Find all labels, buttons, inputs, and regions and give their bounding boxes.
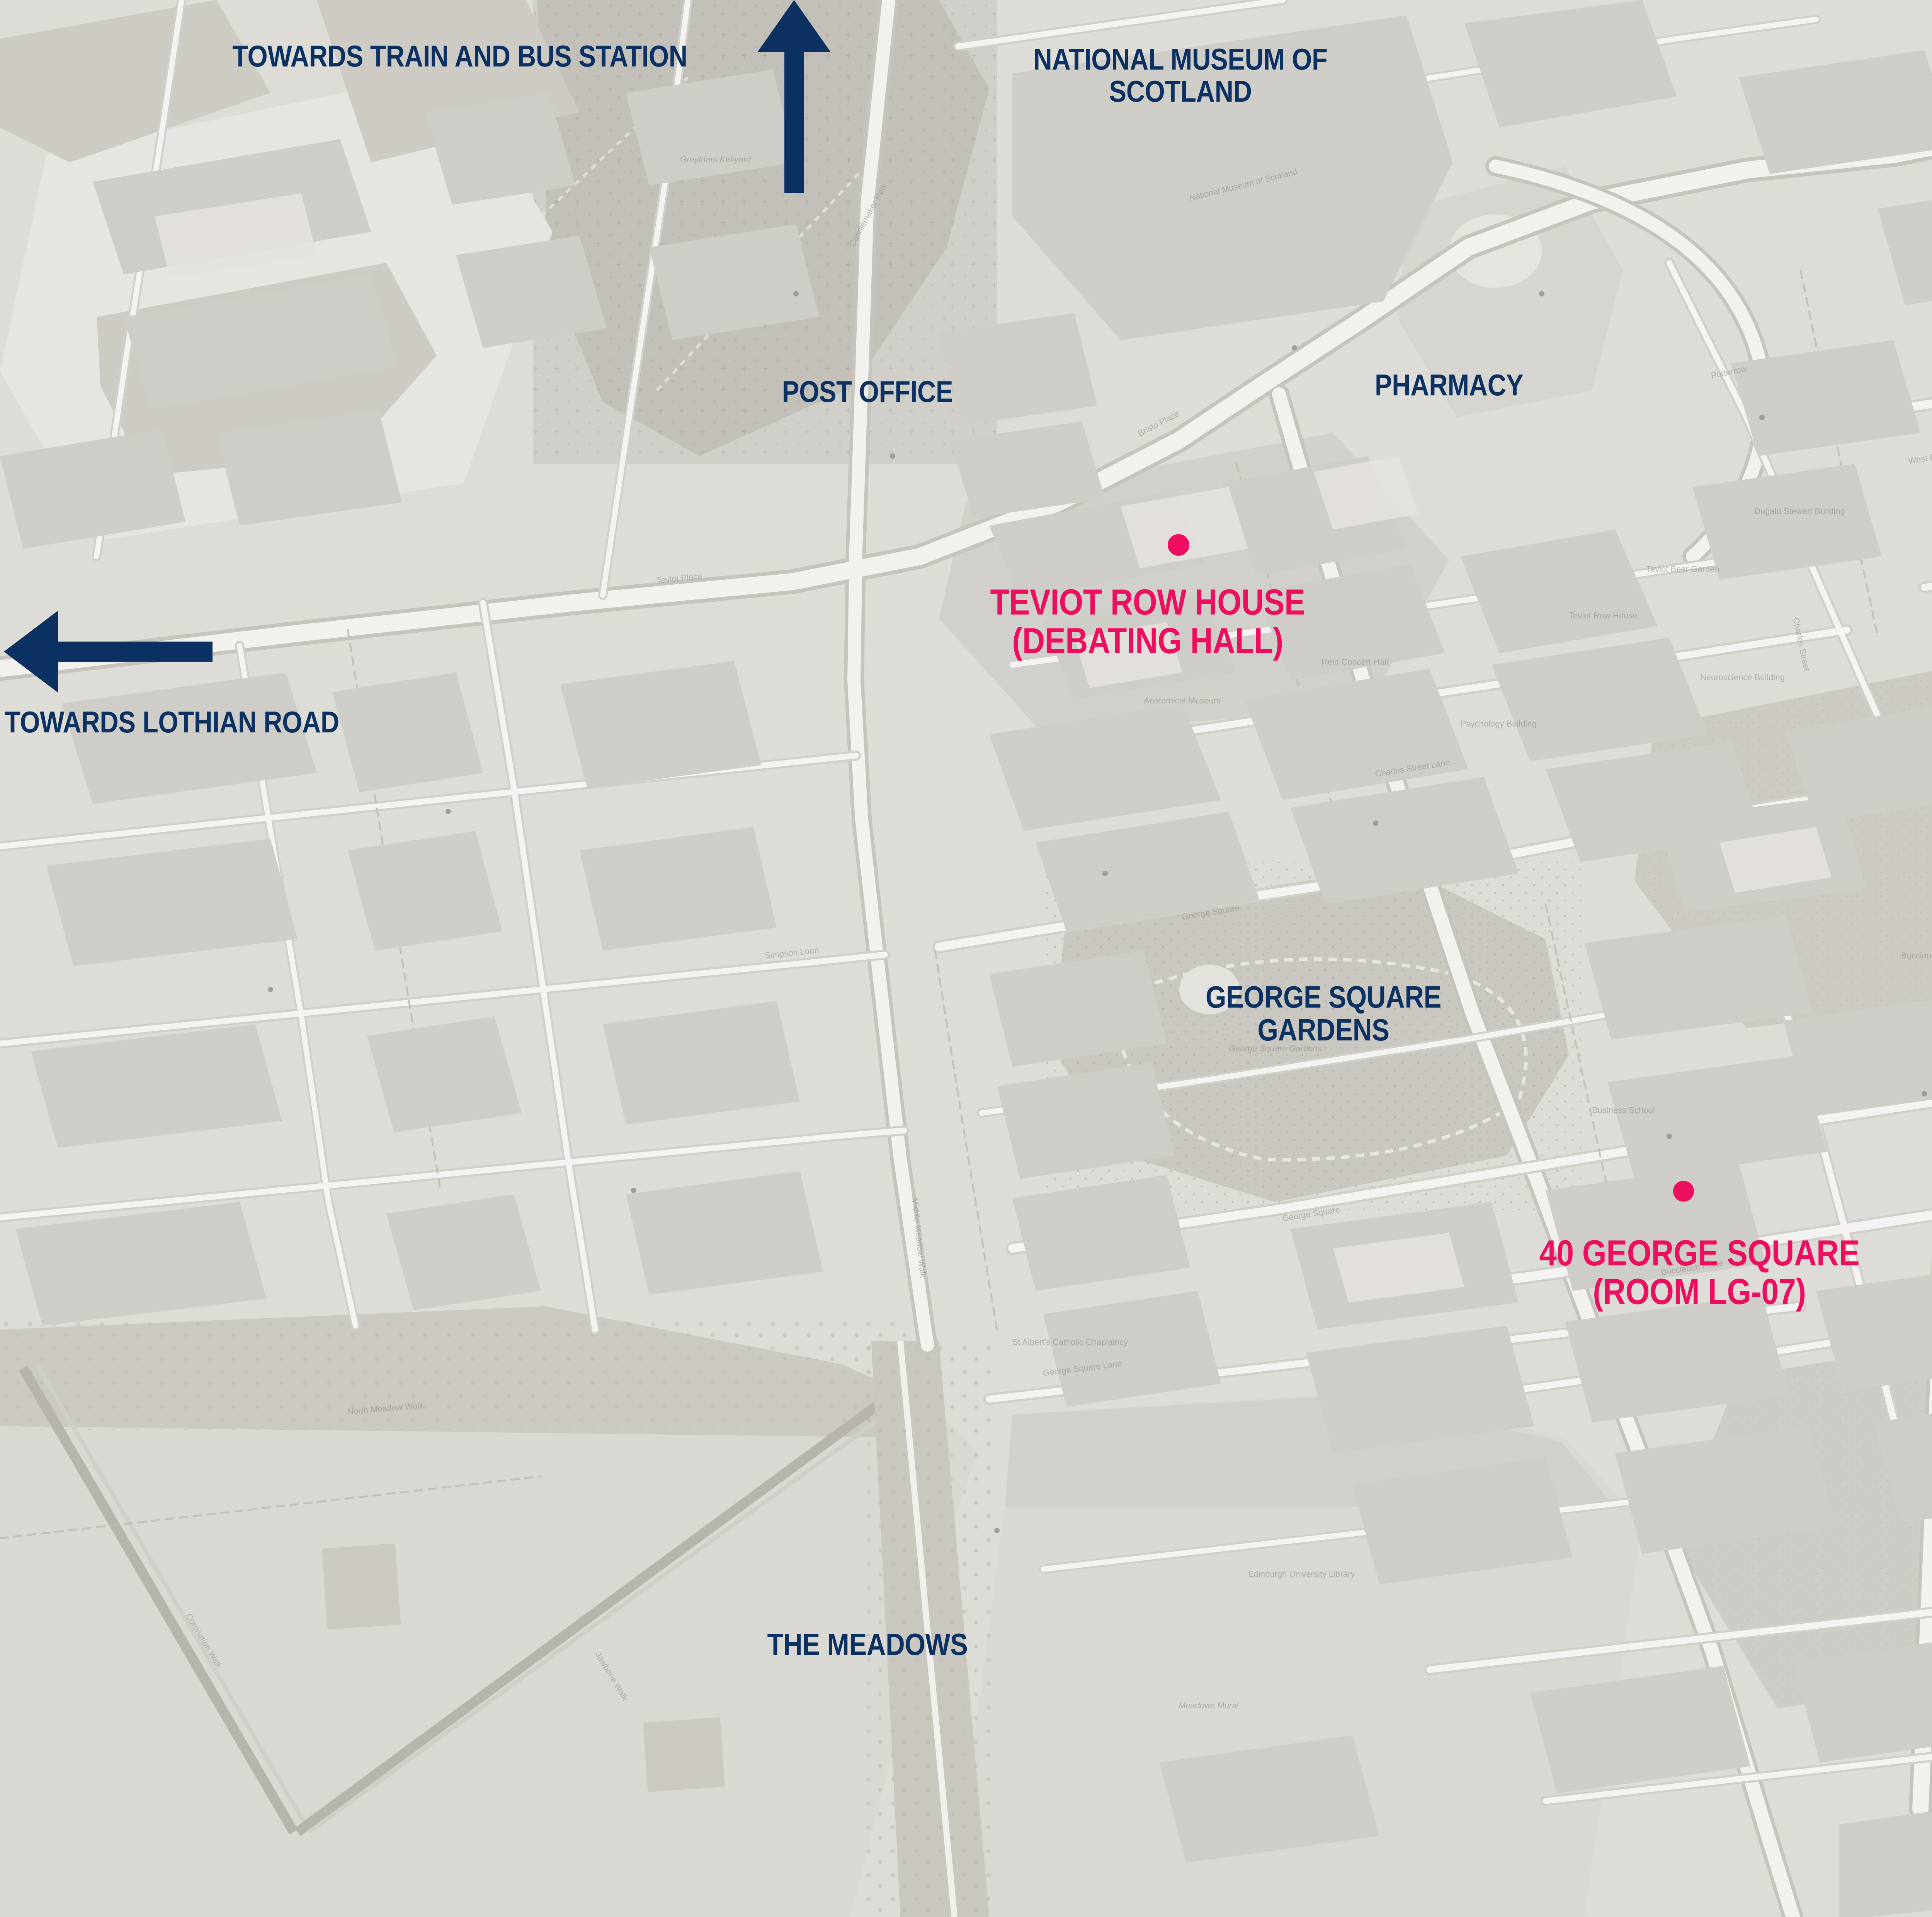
label-george-square-gardens: GEORGE SQUARE GARDENS bbox=[1206, 980, 1441, 1047]
arrow-up-train-bus-station bbox=[757, 0, 831, 193]
label-pharmacy: PHARMACY bbox=[1374, 368, 1524, 402]
svg-text:Anatomical Museum: Anatomical Museum bbox=[1144, 696, 1221, 705]
label-the-meadows: THE MEADOWS bbox=[767, 1627, 968, 1662]
svg-text:Psychology Building: Psychology Building bbox=[1461, 719, 1537, 729]
svg-text:Meadows Mural: Meadows Mural bbox=[1179, 1701, 1239, 1710]
label-towards-lothian-road: TOWARDS LOTHIAN ROAD bbox=[5, 705, 339, 739]
svg-text:Reid Concert Hall: Reid Concert Hall bbox=[1321, 657, 1388, 667]
svg-text:Edinburgh University Library: Edinburgh University Library bbox=[1248, 1569, 1355, 1579]
label-teviot-row-house: TEVIOT ROW HOUSE (DEBATING HALL) bbox=[990, 582, 1305, 661]
svg-text:Neuroscience Building: Neuroscience Building bbox=[1700, 672, 1785, 682]
svg-text:George Square Gardens: George Square Gardens bbox=[1229, 1044, 1322, 1053]
svg-text:St Albert's Catholic Chaplainc: St Albert's Catholic Chaplaincy bbox=[1012, 1337, 1128, 1347]
svg-text:Dugald Stewart Building: Dugald Stewart Building bbox=[1754, 506, 1845, 516]
svg-text:Business School: Business School bbox=[1592, 1105, 1655, 1115]
svg-text:Teviot Row House: Teviot Row House bbox=[1569, 611, 1637, 620]
svg-text:Greyfriars Kirkyard: Greyfriars Kirkyard bbox=[680, 155, 751, 164]
label-national-museum-of-scotland: NATIONAL MUSEUM OF SCOTLAND bbox=[1033, 42, 1328, 108]
marker-40-george-square[interactable] bbox=[1673, 1181, 1694, 1202]
arrow-left-lothian-road bbox=[4, 611, 213, 693]
svg-text:Teviot Beer Garden: Teviot Beer Garden bbox=[1646, 564, 1719, 574]
marker-teviot-row-house[interactable] bbox=[1168, 534, 1189, 556]
svg-text:Buccleuch Parish Church: Buccleuch Parish Church bbox=[1901, 951, 1932, 960]
label-post-office: POST OFFICE bbox=[782, 375, 953, 409]
label-40-george-square: 40 GEORGE SQUARE (ROOM LG-07) bbox=[1539, 1233, 1860, 1312]
label-towards-train-and-bus-station: TOWARDS TRAIN AND BUS STATION bbox=[232, 39, 687, 73]
